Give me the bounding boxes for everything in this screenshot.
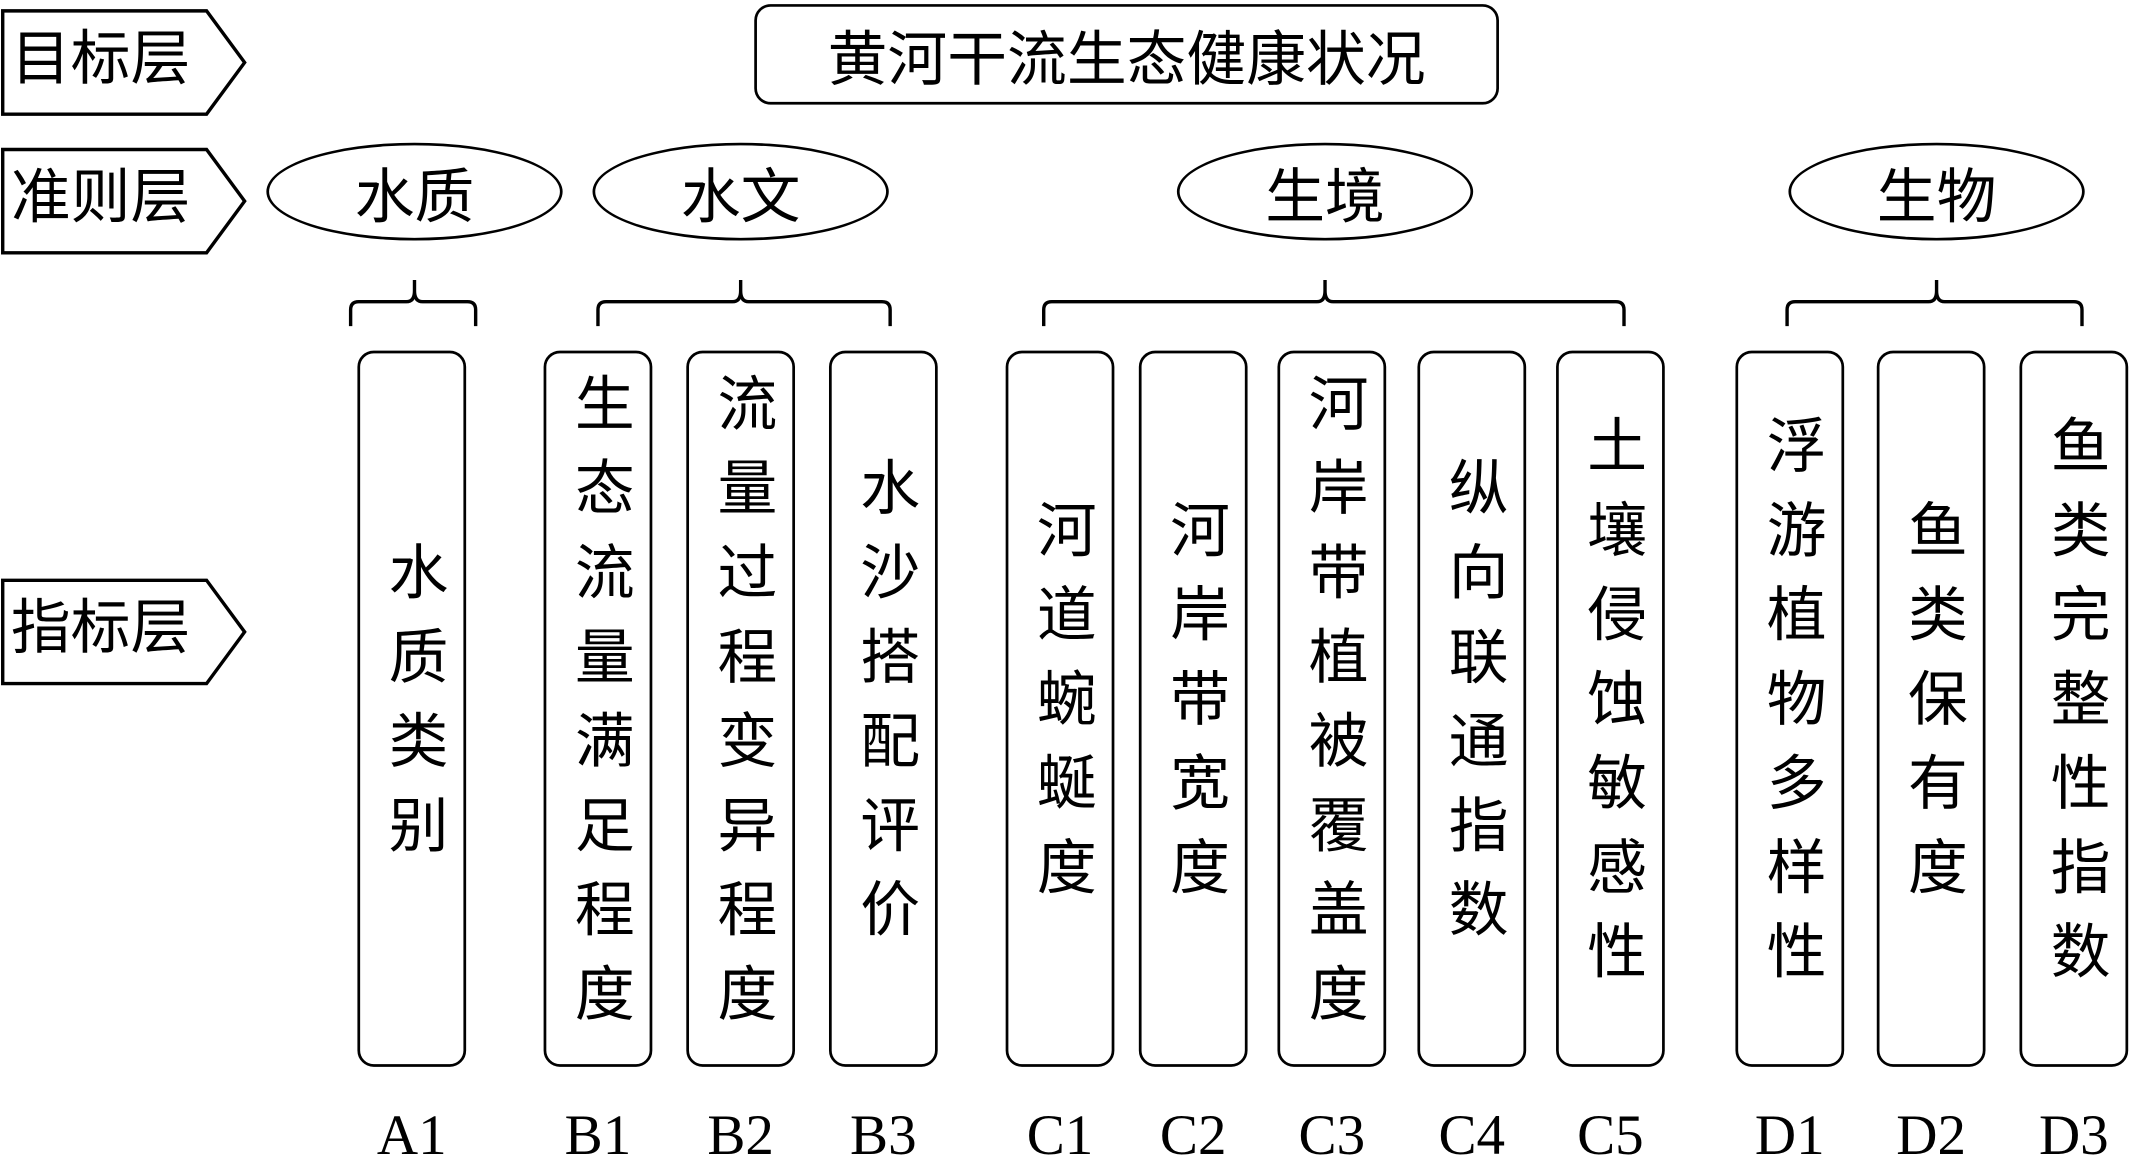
indicator-box-b3: 水沙搭配评价 bbox=[828, 350, 938, 1067]
indicator-code: B2 bbox=[707, 1104, 774, 1168]
indicator-name: 水质类别 bbox=[377, 540, 448, 878]
indicator-box-b2: 流量过程变异程度 bbox=[686, 350, 796, 1067]
indicator-name: 浮游植物多样性 bbox=[1755, 413, 1826, 1004]
indicator-box-a1: 水质类别 bbox=[357, 350, 467, 1067]
indicator-code: C1 bbox=[1026, 1104, 1094, 1168]
layer-label-indicator: 指标层 bbox=[0, 578, 247, 687]
indicator-box-d2: 鱼类保有度 bbox=[1876, 350, 1986, 1067]
arrow-shape-icon bbox=[1, 578, 247, 686]
indicator-name: 河岸带宽度 bbox=[1159, 498, 1229, 920]
layer-label-target: 目标层 bbox=[0, 8, 247, 117]
indicator-box-b1: 生态流量满足程度 bbox=[543, 350, 653, 1067]
indicator-code: D3 bbox=[2038, 1104, 2109, 1168]
indicator-code: D1 bbox=[1754, 1104, 1825, 1168]
indicator-code: C5 bbox=[1577, 1104, 1644, 1168]
indicator-name: 纵向联通指数 bbox=[1437, 455, 1508, 962]
brace-3 bbox=[1042, 279, 1626, 327]
indicator-code: A1 bbox=[376, 1104, 447, 1168]
indicator-code: C2 bbox=[1159, 1104, 1227, 1168]
indicator-box-c2: 河岸带宽度 bbox=[1138, 350, 1248, 1067]
indicator-name: 河道蜿蜒度 bbox=[1026, 498, 1096, 920]
layer-label-criteria: 准则层 bbox=[0, 147, 247, 256]
criterion-4: 生物 bbox=[1788, 142, 2085, 241]
indicator-code: B1 bbox=[564, 1104, 632, 1168]
target-title-box: 黄河干流生态健康状况 bbox=[754, 4, 1499, 105]
criterion-1: 水质 bbox=[266, 142, 563, 241]
criterion-2: 水文 bbox=[592, 142, 889, 241]
brace-1 bbox=[348, 279, 478, 327]
indicator-name: 流量过程变异程度 bbox=[706, 371, 776, 1046]
brace-2 bbox=[596, 279, 892, 327]
arrow-shape-icon bbox=[1, 147, 247, 255]
layer-label-text: 目标层 bbox=[10, 24, 191, 94]
indicator-name: 水沙搭配评价 bbox=[849, 455, 919, 962]
indicator-code: B3 bbox=[850, 1104, 917, 1168]
layer-label-text: 指标层 bbox=[10, 593, 191, 664]
indicator-box-c4: 纵向联通指数 bbox=[1417, 350, 1527, 1067]
criterion-3: 生境 bbox=[1176, 142, 1474, 241]
brace-4 bbox=[1785, 279, 2084, 327]
arrow-shape-icon bbox=[1, 9, 247, 116]
indicator-name: 生态流量满足程度 bbox=[563, 371, 634, 1046]
indicator-box-c5: 土壤侵蚀敏感性 bbox=[1556, 350, 1665, 1067]
indicator-box-d1: 浮游植物多样性 bbox=[1735, 350, 1845, 1067]
indicator-code: C3 bbox=[1298, 1104, 1366, 1168]
indicator-name: 鱼类完整性指数 bbox=[2039, 413, 2110, 1004]
indicator-name: 鱼类保有度 bbox=[1897, 498, 1967, 920]
indicator-box-c3: 河岸带植被覆盖度 bbox=[1277, 350, 1387, 1067]
indicator-code: D2 bbox=[1896, 1104, 1967, 1168]
indicator-box-d3: 鱼类完整性指数 bbox=[2019, 350, 2129, 1067]
indicator-code: C4 bbox=[1438, 1104, 1506, 1168]
layer-label-text: 准则层 bbox=[10, 163, 191, 233]
indicator-name: 土壤侵蚀敏感性 bbox=[1576, 413, 1646, 1004]
indicator-box-c1: 河道蜿蜒度 bbox=[1005, 350, 1115, 1067]
indicator-name: 河岸带植被覆盖度 bbox=[1297, 371, 1368, 1046]
